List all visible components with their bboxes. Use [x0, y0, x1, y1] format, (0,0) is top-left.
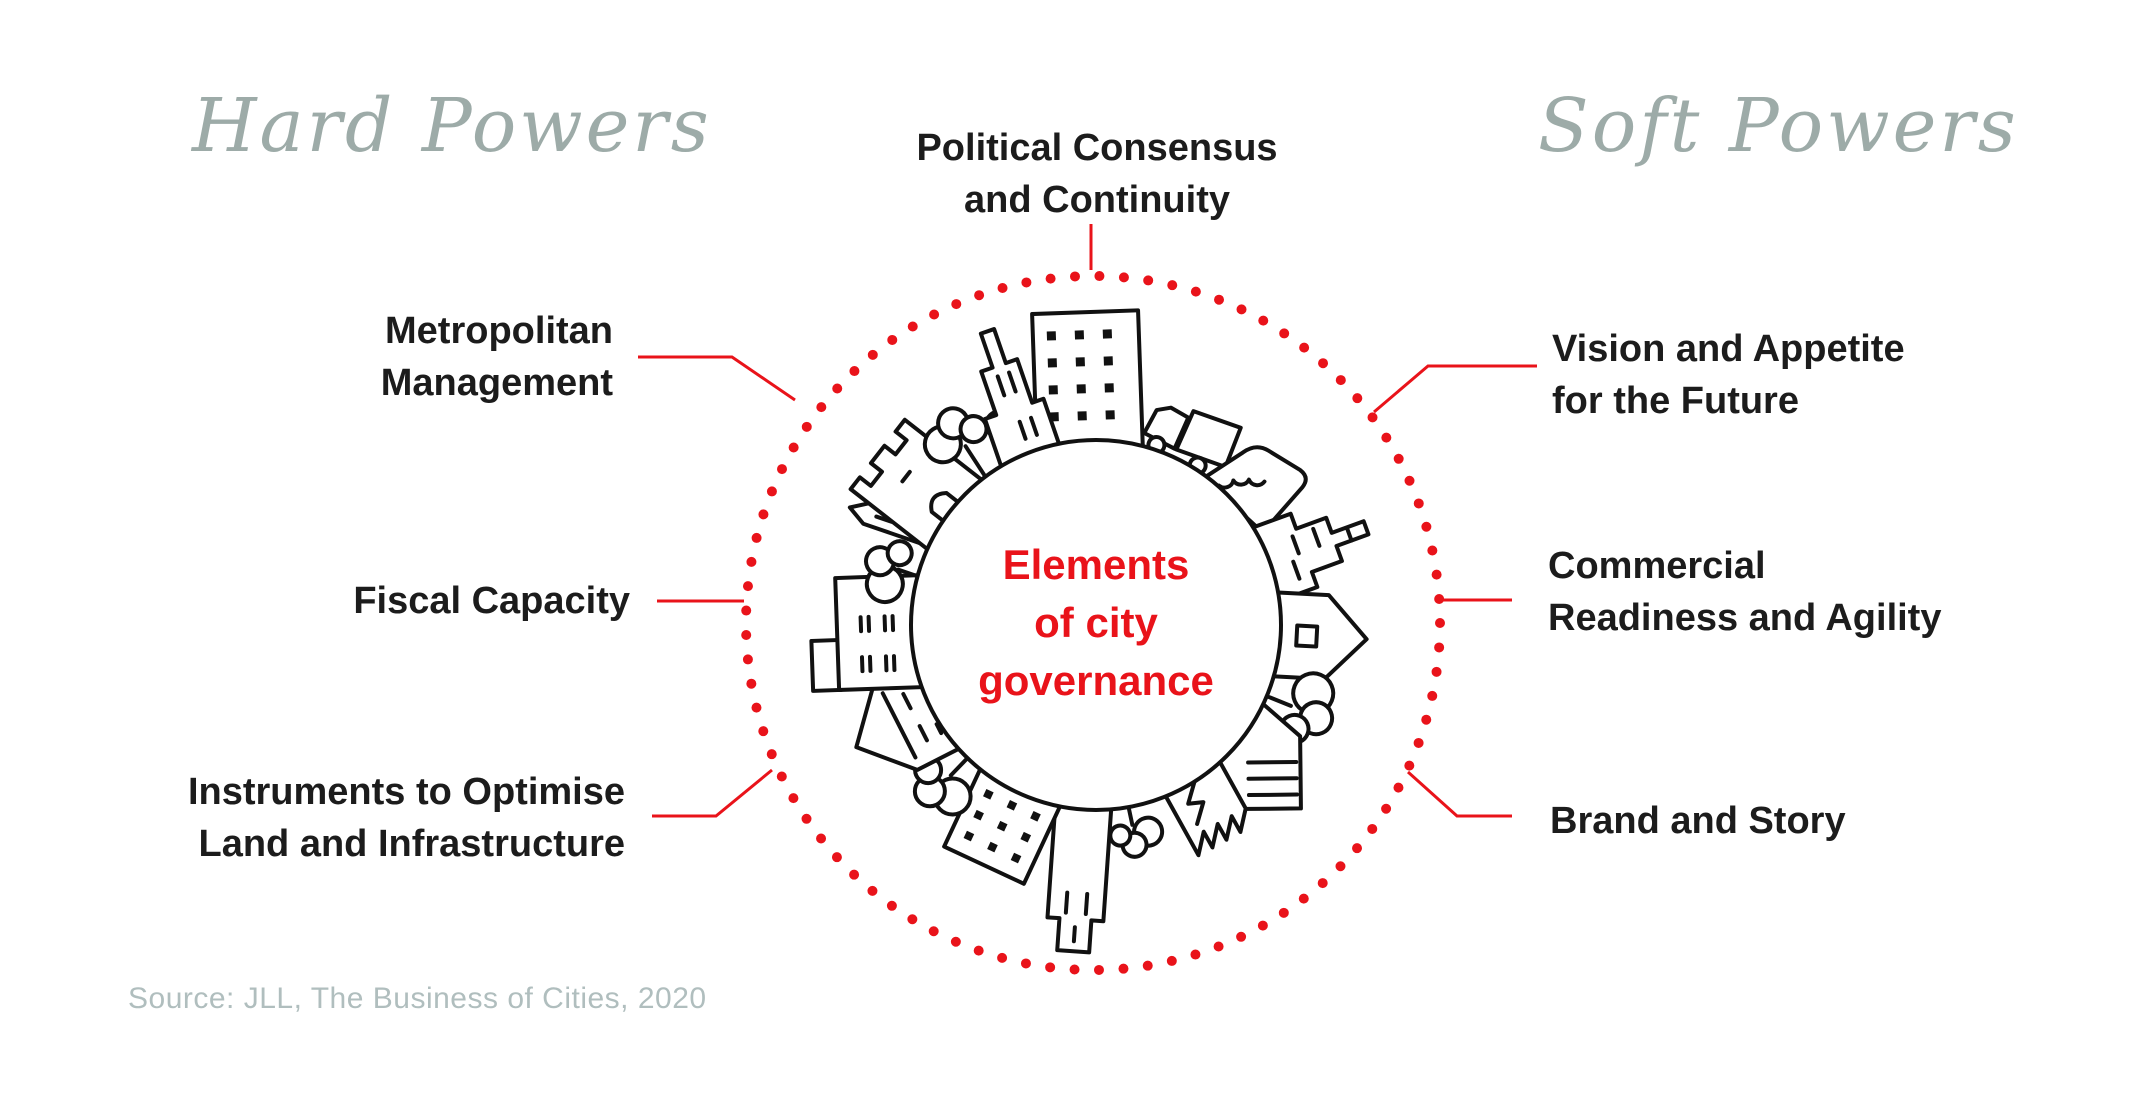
inner-globe-circle: [909, 438, 1283, 812]
spoke-label-line: Management: [380, 362, 613, 404]
large-building-icon: [809, 573, 928, 693]
spoke-label-instruments: Instruments to Optimise Land and Infrast…: [188, 766, 625, 870]
spoke-label-line: Metropolitan: [385, 310, 613, 352]
spoke-label-vision-appetite: Vision and Appetite for the Future: [1552, 323, 1905, 427]
bottom-tower-icon: [1045, 793, 1114, 955]
ziggurat-tower-icon: [978, 327, 1065, 476]
center-title-line: of city: [1034, 599, 1158, 646]
spoke-label-line: Fiscal Capacity: [353, 580, 630, 622]
connector-instruments: [652, 768, 773, 818]
spoke-label-metropolitan-management: Metropolitan Management: [381, 305, 613, 409]
spoke-label-line: Readiness and Agility: [1548, 597, 1942, 639]
connector-brand-story: [1406, 770, 1512, 818]
spoke-label-line: Land and Infrastructure: [198, 823, 626, 865]
center-title-line: Elements: [1002, 541, 1190, 588]
spoke-label-line: Commercial: [1548, 545, 1766, 587]
tree-small-icon: [1108, 793, 1165, 859]
connector-metropolitan-management: [638, 355, 796, 402]
spoke-label-political-consensus: Political Consensus and Continuity: [916, 122, 1277, 226]
soft-powers-heading: Soft Powers: [1538, 83, 2019, 169]
hard-powers-heading: Hard Powers: [192, 83, 712, 169]
source-note: Source: JLL, The Business of Cities, 202…: [128, 982, 707, 1015]
spoke-label-line: and Continuity: [964, 179, 1230, 221]
spoke-label-line: Political Consensus: [916, 127, 1278, 169]
center-title-line: governance: [978, 657, 1214, 704]
spoke-label-line: for the Future: [1552, 380, 1799, 422]
dotted-ring: [741, 271, 1445, 975]
spoke-label-fiscal-capacity: Fiscal Capacity: [353, 575, 630, 627]
tree-icon: [1253, 671, 1336, 745]
spoke-label-line: Vision and Appetite: [1552, 328, 1905, 370]
center-title: Elements of city governance: [978, 536, 1214, 710]
spoke-label-commercial-readiness: Commercial Readiness and Agility: [1548, 540, 1941, 644]
arch-building-icon: [1201, 445, 1308, 535]
spoke-label-line: Instruments to Optimise: [187, 771, 625, 813]
truck-icon: [1142, 405, 1243, 476]
connector-vision-appetite: [1373, 364, 1537, 414]
spoke-label-brand-story: Brand and Story: [1550, 795, 1846, 847]
spoke-label-line: Brand and Story: [1550, 800, 1846, 842]
